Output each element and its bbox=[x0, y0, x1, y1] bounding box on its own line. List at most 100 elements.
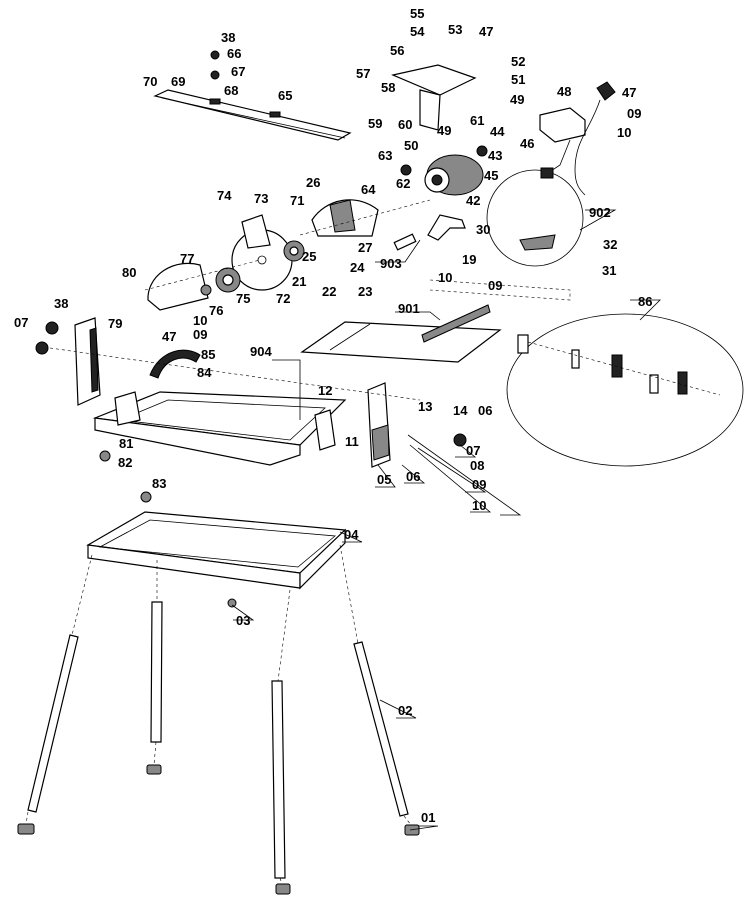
stand-leg-rear-right[interactable] bbox=[353, 641, 409, 817]
label-05[interactable]: 05 bbox=[377, 472, 391, 487]
label-71[interactable]: 71 bbox=[290, 193, 304, 208]
label-10[interactable]: 10 bbox=[472, 498, 486, 513]
label-47[interactable]: 47 bbox=[622, 85, 636, 100]
label-49[interactable]: 49 bbox=[437, 123, 451, 138]
label-38[interactable]: 38 bbox=[221, 30, 235, 45]
label-09[interactable]: 09 bbox=[488, 278, 502, 293]
stand-foot[interactable] bbox=[17, 823, 35, 835]
label-55[interactable]: 55 bbox=[410, 6, 424, 21]
label-06[interactable]: 06 bbox=[406, 469, 420, 484]
splash-guard[interactable] bbox=[147, 262, 209, 311]
label-54[interactable]: 54 bbox=[410, 24, 425, 39]
knob[interactable] bbox=[45, 321, 59, 335]
label-19[interactable]: 19 bbox=[462, 252, 476, 267]
label-67[interactable]: 67 bbox=[231, 64, 245, 79]
label-59[interactable]: 59 bbox=[368, 116, 382, 131]
label-58[interactable]: 58 bbox=[381, 80, 395, 95]
label-61[interactable]: 61 bbox=[470, 113, 484, 128]
stand-leg-rear-left[interactable] bbox=[150, 601, 163, 743]
label-46[interactable]: 46 bbox=[520, 136, 534, 151]
nut[interactable] bbox=[476, 145, 488, 157]
label-09[interactable]: 09 bbox=[627, 106, 641, 121]
label-47[interactable]: 47 bbox=[162, 329, 176, 344]
label-69[interactable]: 69 bbox=[171, 74, 185, 89]
label-30[interactable]: 30 bbox=[476, 222, 490, 237]
label-904[interactable]: 904 bbox=[250, 344, 272, 359]
label-83[interactable]: 83 bbox=[152, 476, 166, 491]
label-09[interactable]: 09 bbox=[472, 477, 486, 492]
wing-knob[interactable] bbox=[140, 491, 152, 503]
label-901[interactable]: 901 bbox=[398, 301, 420, 316]
label-77[interactable]: 77 bbox=[180, 251, 194, 266]
blade-cover[interactable] bbox=[241, 214, 271, 249]
label-70[interactable]: 70 bbox=[143, 74, 157, 89]
label-25[interactable]: 25 bbox=[302, 249, 316, 264]
work-table[interactable] bbox=[300, 321, 502, 363]
label-07[interactable]: 07 bbox=[14, 315, 28, 330]
label-07[interactable]: 07 bbox=[466, 443, 480, 458]
nut[interactable] bbox=[99, 450, 111, 462]
cable-chain[interactable] bbox=[149, 349, 201, 379]
label-72[interactable]: 72 bbox=[276, 291, 290, 306]
label-32[interactable]: 32 bbox=[603, 237, 617, 252]
label-47[interactable]: 47 bbox=[479, 24, 493, 39]
label-86[interactable]: 86 bbox=[638, 294, 652, 309]
label-84[interactable]: 84 bbox=[197, 365, 212, 380]
nut[interactable] bbox=[400, 164, 412, 176]
label-21[interactable]: 21 bbox=[292, 274, 306, 289]
power-plug[interactable] bbox=[596, 81, 616, 101]
label-56[interactable]: 56 bbox=[390, 43, 404, 58]
label-23[interactable]: 23 bbox=[358, 284, 372, 299]
label-73[interactable]: 73 bbox=[254, 191, 268, 206]
label-65[interactable]: 65 bbox=[278, 88, 292, 103]
handle-grip[interactable] bbox=[393, 233, 417, 251]
label-09[interactable]: 09 bbox=[193, 327, 207, 342]
label-24[interactable]: 24 bbox=[350, 260, 365, 275]
label-903[interactable]: 903 bbox=[380, 256, 402, 271]
stand-foot[interactable] bbox=[146, 764, 162, 775]
label-79[interactable]: 79 bbox=[108, 316, 122, 331]
label-44[interactable]: 44 bbox=[490, 124, 505, 139]
label-51[interactable]: 51 bbox=[511, 72, 525, 87]
knob[interactable] bbox=[453, 433, 467, 447]
label-26[interactable]: 26 bbox=[306, 175, 320, 190]
base-bracket-right[interactable] bbox=[314, 409, 336, 451]
stand-leg-front-right[interactable] bbox=[271, 680, 286, 879]
stand-leg-front-left[interactable] bbox=[27, 634, 79, 813]
label-10[interactable]: 10 bbox=[438, 270, 452, 285]
label-80[interactable]: 80 bbox=[122, 265, 136, 280]
label-31[interactable]: 31 bbox=[602, 263, 616, 278]
label-13[interactable]: 13 bbox=[418, 399, 432, 414]
label-12[interactable]: 12 bbox=[318, 383, 332, 398]
label-64[interactable]: 64 bbox=[361, 182, 376, 197]
switch-box[interactable] bbox=[539, 107, 586, 143]
guide-rail[interactable] bbox=[421, 304, 491, 343]
label-14[interactable]: 14 bbox=[453, 403, 468, 418]
label-22[interactable]: 22 bbox=[322, 284, 336, 299]
nut[interactable] bbox=[210, 70, 220, 80]
base-bracket-left[interactable] bbox=[114, 391, 141, 426]
label-49[interactable]: 49 bbox=[510, 92, 524, 107]
label-11[interactable]: 11 bbox=[345, 434, 359, 449]
label-76[interactable]: 76 bbox=[209, 303, 223, 318]
label-27[interactable]: 27 bbox=[358, 240, 372, 255]
label-50[interactable]: 50 bbox=[404, 138, 418, 153]
label-08[interactable]: 08 bbox=[470, 458, 484, 473]
label-43[interactable]: 43 bbox=[488, 148, 502, 163]
label-63[interactable]: 63 bbox=[378, 148, 392, 163]
label-68[interactable]: 68 bbox=[224, 83, 238, 98]
label-52[interactable]: 52 bbox=[511, 54, 525, 69]
handle[interactable] bbox=[427, 214, 466, 241]
label-01[interactable]: 01 bbox=[421, 810, 435, 825]
label-03[interactable]: 03 bbox=[236, 613, 250, 628]
stand-clip[interactable] bbox=[227, 598, 237, 608]
label-57[interactable]: 57 bbox=[356, 66, 370, 81]
label-66[interactable]: 66 bbox=[227, 46, 241, 61]
label-42[interactable]: 42 bbox=[466, 193, 480, 208]
knob[interactable] bbox=[35, 341, 49, 355]
label-75[interactable]: 75 bbox=[236, 291, 250, 306]
nut[interactable] bbox=[200, 284, 212, 296]
label-902[interactable]: 902 bbox=[589, 205, 611, 220]
label-04[interactable]: 04 bbox=[344, 527, 359, 542]
label-10[interactable]: 10 bbox=[617, 125, 631, 140]
